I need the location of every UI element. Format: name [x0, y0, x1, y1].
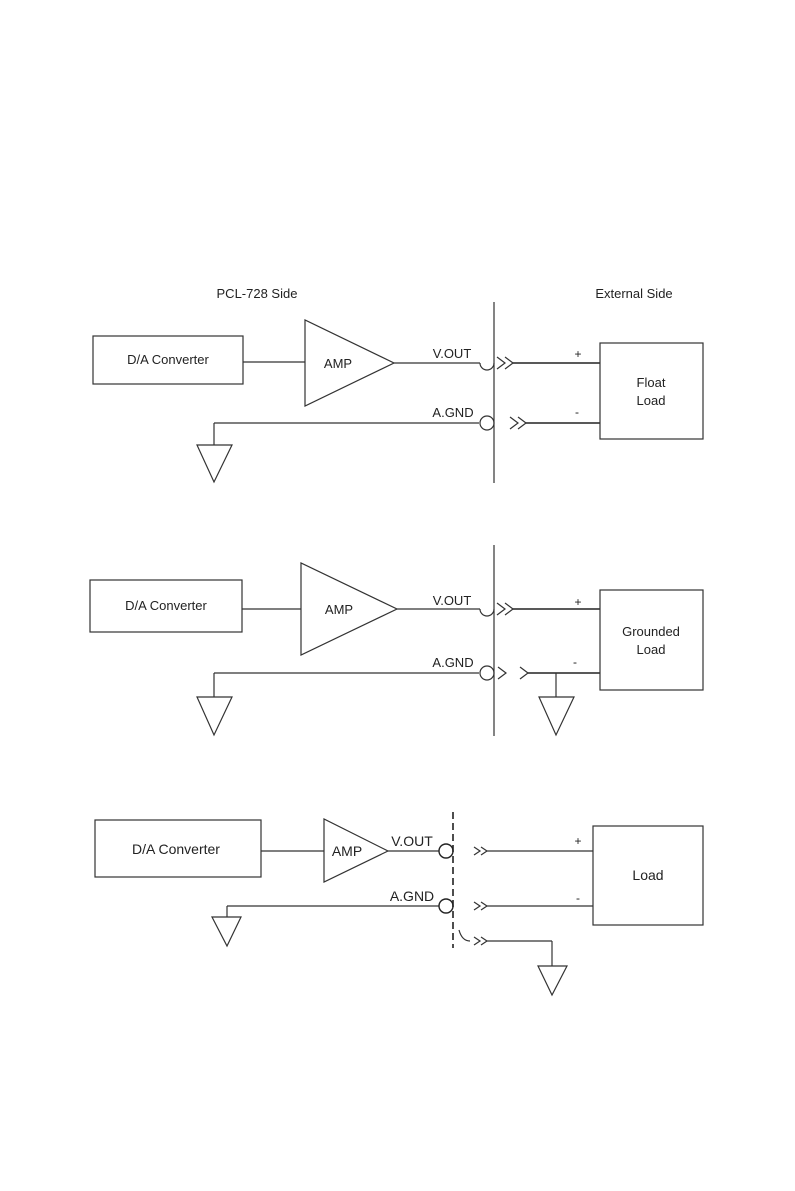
diagram-grounded-load: D/A Converter AMP V.OUT + A.GND - Ground… — [90, 545, 703, 736]
load-label: Load — [632, 867, 663, 883]
vout-plug-chevron-1 — [497, 603, 505, 615]
amp-label: AMP — [324, 356, 352, 371]
agnd-plug-chevron-2 — [481, 902, 487, 910]
grounded-load-label-line2: Load — [637, 642, 666, 657]
agnd-connector-symbol — [480, 416, 494, 430]
vout-plug-chevron-1 — [474, 847, 480, 855]
ground-symbol — [197, 445, 232, 482]
external-ground-symbol — [539, 697, 574, 735]
plus-label: + — [574, 347, 581, 361]
grounded-load-label-line1: Grounded — [622, 624, 680, 639]
vout-plug-chevron-2 — [505, 603, 513, 615]
minus-label: - — [573, 655, 577, 669]
grounded-load-box — [600, 590, 703, 690]
minus-label: - — [575, 405, 579, 419]
ground-symbol — [212, 917, 241, 946]
float-load-label-line1: Float — [637, 375, 666, 390]
agnd-label: A.GND — [390, 888, 434, 904]
minus-label: - — [576, 891, 580, 905]
agnd-label: A.GND — [432, 655, 473, 670]
header-right: External Side — [595, 286, 672, 301]
shield-plug-chevron-2 — [481, 937, 487, 945]
vout-label: V.OUT — [433, 346, 472, 361]
agnd-plug-chevron-1 — [474, 902, 480, 910]
external-ground-symbol — [538, 966, 567, 995]
vout-connector-symbol — [480, 609, 494, 616]
shield-plug-chevron-1 — [474, 937, 480, 945]
amp-label: AMP — [325, 602, 353, 617]
ground-symbol — [197, 697, 232, 735]
vout-plug-chevron-2 — [481, 847, 487, 855]
da-converter-label: D/A Converter — [132, 841, 220, 857]
vout-connector-symbol — [439, 844, 453, 858]
vout-plug-chevron-2 — [505, 357, 513, 369]
shield-lead-curve — [459, 930, 470, 941]
plus-label: + — [574, 834, 581, 848]
agnd-connector-symbol — [439, 899, 453, 913]
diagram-float-load: D/A Converter AMP V.OUT + A.GND - Float … — [93, 302, 703, 483]
float-load-box — [600, 343, 703, 439]
agnd-label: A.GND — [432, 405, 473, 420]
vout-connector-symbol — [480, 363, 494, 370]
agnd-plug-chevron-2 — [520, 667, 528, 679]
vout-label: V.OUT — [433, 593, 472, 608]
agnd-plug-chevron-1 — [510, 417, 518, 429]
vout-plug-chevron-1 — [497, 357, 505, 369]
da-converter-label: D/A Converter — [125, 598, 207, 613]
agnd-plug-chevron-2 — [518, 417, 526, 429]
amp-label: AMP — [332, 843, 362, 859]
plus-label: + — [574, 595, 581, 609]
vout-label: V.OUT — [391, 833, 433, 849]
diagram-load: D/A Converter AMP V.OUT + A.GND - Load — [95, 812, 703, 995]
header-left: PCL-728 Side — [217, 286, 298, 301]
da-converter-label: D/A Converter — [127, 352, 209, 367]
agnd-plug-chevron-1 — [498, 667, 506, 679]
agnd-connector-symbol — [480, 666, 494, 680]
float-load-label-line2: Load — [637, 393, 666, 408]
